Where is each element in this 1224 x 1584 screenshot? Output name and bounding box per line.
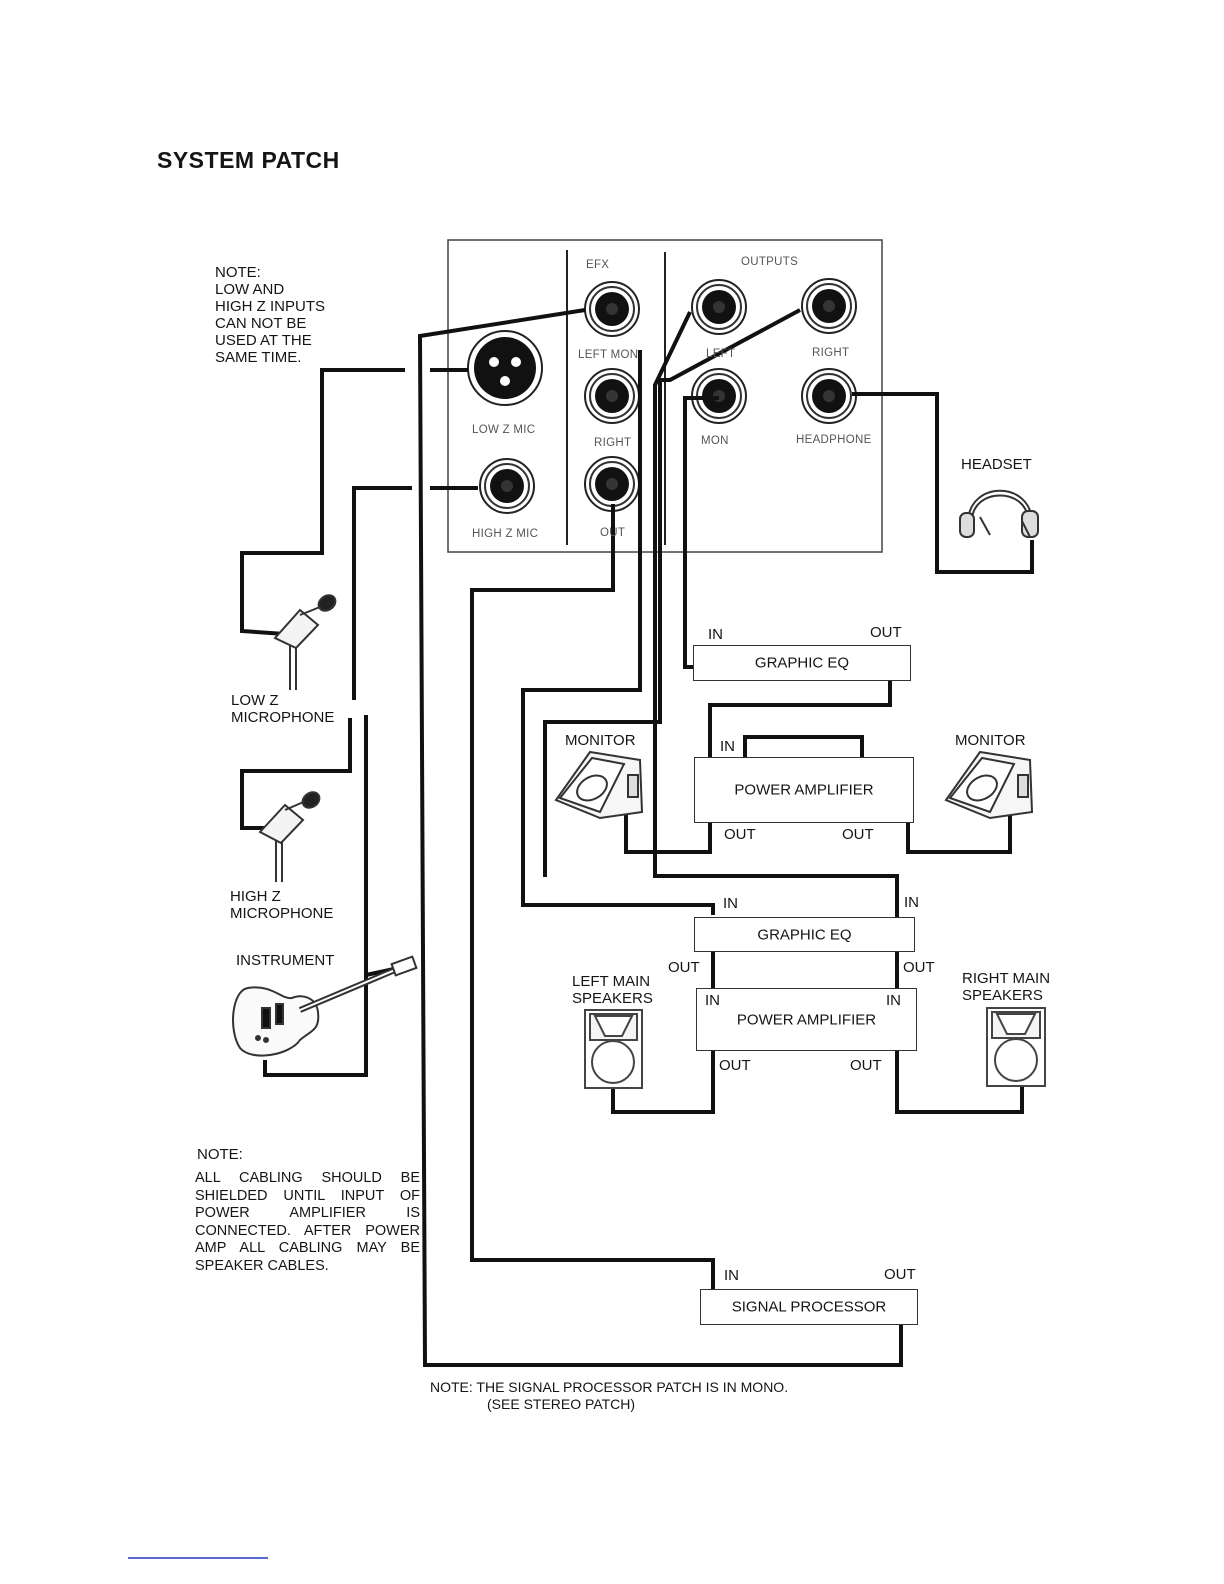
efx-out-label: OUT bbox=[600, 527, 626, 539]
instrument-label: INSTRUMENT bbox=[236, 952, 335, 969]
note-cabling-head: NOTE: bbox=[197, 1146, 243, 1163]
signal-processor[interactable]: SIGNAL PROCESSOR bbox=[700, 1289, 918, 1325]
pa1-out-right-label: OUT bbox=[842, 826, 874, 843]
high-z-mic-label: HIGH Z MIC bbox=[472, 528, 539, 540]
output-left-label: LEFT bbox=[706, 348, 736, 360]
low-z-microphone-icon bbox=[273, 594, 337, 690]
output-left-jack-icon[interactable] bbox=[691, 279, 747, 335]
right-main-speaker-icon bbox=[986, 1007, 1046, 1087]
headphone-label: HEADPHONE bbox=[796, 434, 872, 446]
graphic-eq-main-label: GRAPHIC EQ bbox=[757, 926, 852, 943]
left-main-speakers-label: LEFT MAIN SPEAKERS bbox=[572, 973, 653, 1007]
monitor-left-icon bbox=[554, 750, 644, 820]
page-title: SYSTEM PATCH bbox=[157, 147, 340, 173]
pa1-in-label: IN bbox=[720, 738, 735, 755]
sp-out-label: OUT bbox=[884, 1266, 916, 1283]
efx-left-mon-label: LEFT MON bbox=[578, 349, 639, 361]
graphic-eq-monitor-label: GRAPHIC EQ bbox=[754, 654, 850, 672]
signal-processor-label: SIGNAL PROCESSOR bbox=[731, 1298, 887, 1316]
headset-label: HEADSET bbox=[961, 456, 1032, 473]
graphic-eq-main[interactable]: GRAPHIC EQ bbox=[694, 917, 915, 952]
power-amplifier-monitor[interactable]: POWER AMPLIFIER bbox=[694, 757, 914, 823]
geq2-in-left-label: IN bbox=[723, 895, 738, 912]
high-z-jack-icon[interactable] bbox=[479, 458, 535, 514]
output-right-label: RIGHT bbox=[812, 347, 850, 359]
power-amplifier-monitor-label: POWER AMPLIFIER bbox=[734, 781, 874, 799]
right-main-speakers-label: RIGHT MAIN SPEAKERS bbox=[962, 970, 1051, 1004]
left-main-speaker-icon bbox=[584, 1009, 643, 1089]
geq2-out-left-label: OUT bbox=[668, 959, 700, 976]
output-mon-label: MON bbox=[701, 435, 729, 447]
power-amplifier-main-label: POWER AMPLIFIER bbox=[736, 1011, 877, 1028]
monitor-right-icon bbox=[944, 750, 1034, 820]
cables bbox=[240, 308, 1034, 1367]
high-z-microphone-icon bbox=[258, 791, 321, 882]
output-right-jack-icon[interactable] bbox=[801, 278, 857, 334]
low-z-microphone-label: LOW Z MICROPHONE bbox=[231, 692, 335, 726]
xlr-jack-icon[interactable] bbox=[467, 330, 543, 406]
power-amplifier-main[interactable]: POWER AMPLIFIER bbox=[696, 988, 917, 1051]
geq1-out-label: OUT bbox=[870, 624, 902, 641]
efx-right-label: RIGHT bbox=[594, 437, 632, 449]
note-stereo-ref: (SEE STEREO PATCH) bbox=[487, 1396, 636, 1412]
guitar-icon bbox=[232, 955, 418, 1057]
pa2-out-right-label: OUT bbox=[850, 1057, 882, 1074]
efx-header: EFX bbox=[586, 259, 610, 271]
monitor-right-label: MONITOR bbox=[955, 732, 1026, 749]
pa2-in-left-label: IN bbox=[705, 992, 720, 1009]
headset-icon bbox=[959, 489, 1039, 538]
geq2-out-right-label: OUT bbox=[903, 959, 935, 976]
note-impedance: NOTE: LOW AND HIGH Z INPUTS CAN NOT BE U… bbox=[215, 264, 326, 366]
graphic-eq-monitor[interactable]: GRAPHIC EQ bbox=[693, 645, 911, 681]
efx-out-jack-icon[interactable] bbox=[584, 456, 640, 512]
outputs-header: OUTPUTS bbox=[741, 256, 799, 268]
note-mono: NOTE: THE SIGNAL PROCESSOR PATCH IS IN M… bbox=[430, 1379, 789, 1395]
efx-left-mon-jack-icon[interactable] bbox=[584, 281, 640, 337]
low-z-mic-label: LOW Z MIC bbox=[472, 424, 536, 436]
geq2-in-right-label: IN bbox=[904, 894, 919, 911]
sp-in-label: IN bbox=[724, 1267, 739, 1284]
high-z-microphone-label: HIGH Z MICROPHONE bbox=[230, 888, 334, 922]
connector-dots bbox=[699, 658, 902, 1311]
pa2-out-left-label: OUT bbox=[719, 1057, 751, 1074]
headphone-jack-icon[interactable] bbox=[801, 368, 857, 424]
pa1-out-left-label: OUT bbox=[724, 826, 756, 843]
efx-right-jack-icon[interactable] bbox=[584, 368, 640, 424]
pa2-in-right-label: IN bbox=[886, 992, 901, 1009]
monitor-left-label: MONITOR bbox=[565, 732, 636, 749]
footer-rule bbox=[128, 1557, 268, 1559]
note-cabling: ALL CABLING SHOULD BE SHIELDED UNTIL INP… bbox=[195, 1170, 420, 1274]
geq1-in-label: IN bbox=[708, 626, 723, 643]
